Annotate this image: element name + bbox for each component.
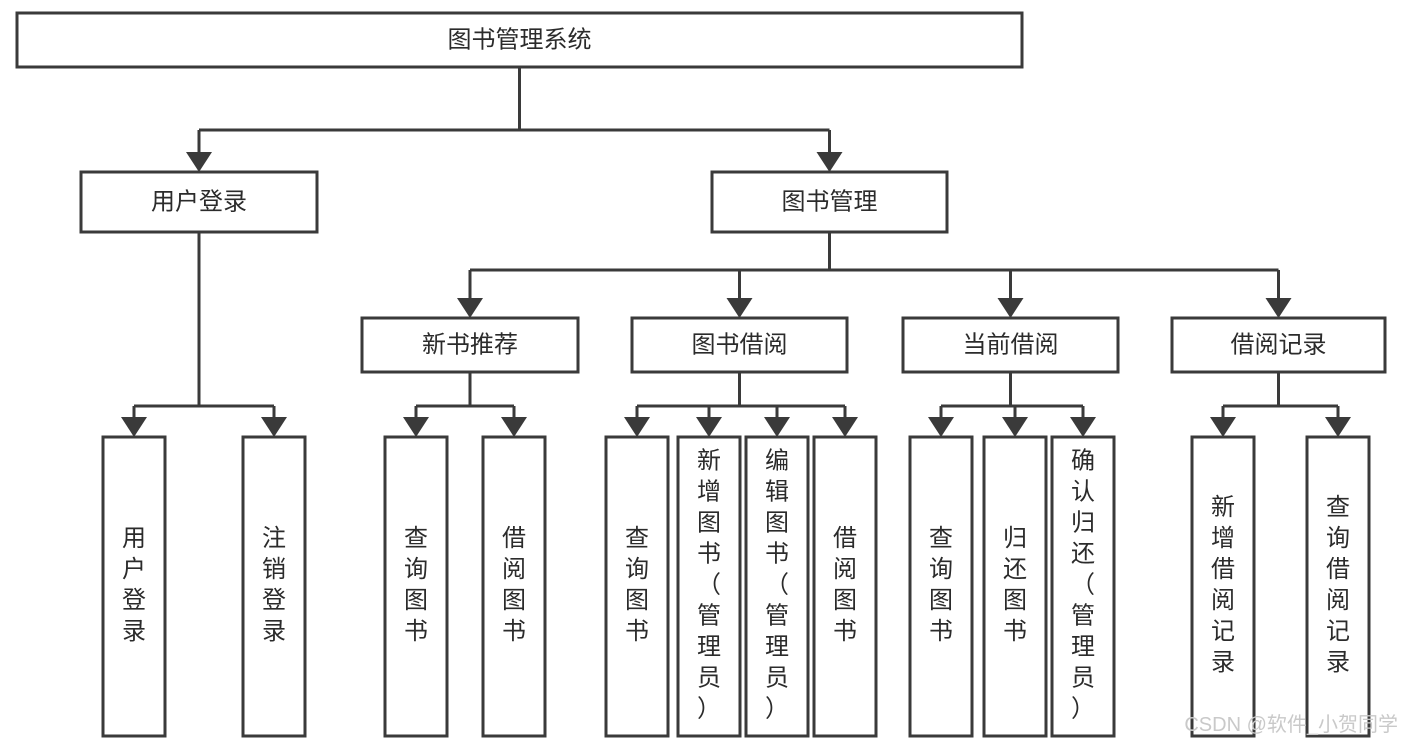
node-box-leaf-borrow-book-2: [812, 435, 878, 738]
arrow-head-new-book-recommend: [457, 298, 483, 318]
arrow-head-leaf-add-book: [696, 417, 722, 437]
node-box-leaf-user-logout: [241, 435, 307, 738]
node-box-leaf-add-book: [676, 435, 742, 738]
node-label-leaf-query-book-2: 查询图书: [625, 525, 649, 645]
node-box-borrow-record: [1170, 316, 1387, 374]
node-box-book-manage: [710, 170, 949, 234]
arrow-head-leaf-query-book-1: [403, 417, 429, 437]
arrow-head-user-login: [186, 152, 212, 172]
node-root[interactable]: 图书管理系统: [15, 11, 1024, 69]
node-label-leaf-query-book-3: 查询图书: [929, 525, 953, 645]
node-box-leaf-edit-book: [744, 435, 810, 738]
node-leaf-user-logout[interactable]: 注销登录: [241, 435, 307, 738]
node-label-root: 图书管理系统: [448, 26, 592, 53]
node-label-book-manage: 图书管理: [782, 188, 878, 215]
node-box-leaf-query-book-1: [383, 435, 449, 738]
node-box-leaf-borrow-book-1: [481, 435, 547, 738]
node-label-leaf-borrow-book-1: 借阅图书: [502, 525, 526, 645]
arrow-head-current-borrow: [997, 298, 1024, 318]
node-new-book-recommend[interactable]: 新书推荐: [360, 316, 580, 374]
node-box-leaf-user-login: [101, 435, 167, 738]
node-label-borrow-record: 借阅记录: [1231, 331, 1327, 358]
node-box-current-borrow: [901, 316, 1120, 374]
node-leaf-query-book-1[interactable]: 查询图书: [383, 435, 449, 738]
arrow-head-book-manage: [816, 152, 843, 172]
arrow-head-leaf-edit-book: [764, 417, 790, 437]
arrow-head-leaf-add-record: [1210, 417, 1236, 437]
node-label-leaf-query-book-1: 查询图书: [404, 525, 428, 645]
node-label-book-borrow: 图书借阅: [692, 331, 788, 358]
node-label-user-login: 用户登录: [151, 188, 247, 215]
arrow-head-leaf-confirm-return: [1070, 417, 1096, 437]
node-label-leaf-borrow-book-2: 借阅图书: [833, 525, 857, 645]
node-book-manage[interactable]: 图书管理: [710, 170, 949, 234]
arrow-head-leaf-query-book-3: [928, 417, 954, 437]
node-label-leaf-add-book: 新增图书（管理员）: [697, 448, 721, 723]
arrow-head-leaf-query-book-2: [624, 417, 650, 437]
node-label-leaf-confirm-return: 确认归还（管理员）: [1071, 448, 1095, 723]
arrow-head-leaf-borrow-book-1: [501, 417, 527, 437]
arrow-head-leaf-user-login: [121, 417, 147, 437]
node-label-leaf-add-record: 新增借阅记录: [1211, 494, 1235, 676]
node-book-borrow[interactable]: 图书借阅: [630, 316, 849, 374]
node-box-leaf-confirm-return: [1050, 435, 1116, 738]
node-label-leaf-user-login: 用户登录: [122, 525, 146, 645]
node-leaf-confirm-return[interactable]: 确认归还（管理员）: [1050, 435, 1116, 738]
node-current-borrow[interactable]: 当前借阅: [901, 316, 1120, 374]
node-box-leaf-query-record: [1305, 435, 1371, 738]
node-box-book-borrow: [630, 316, 849, 374]
node-leaf-borrow-book-2[interactable]: 借阅图书: [812, 435, 878, 738]
node-label-leaf-user-logout: 注销登录: [262, 525, 286, 645]
node-user-login[interactable]: 用户登录: [79, 170, 319, 234]
node-box-leaf-query-book-2: [604, 435, 670, 738]
node-label-current-borrow: 当前借阅: [963, 331, 1059, 358]
node-box-leaf-add-record: [1190, 435, 1256, 738]
node-label-leaf-edit-book: 编辑图书（管理员）: [765, 448, 789, 723]
node-leaf-user-login[interactable]: 用户登录: [101, 435, 167, 738]
node-box-leaf-return-book: [982, 435, 1048, 738]
node-box-leaf-query-book-3: [908, 435, 974, 738]
node-label-new-book-recommend: 新书推荐: [422, 331, 518, 358]
node-label-leaf-return-book: 归还图书: [1003, 525, 1027, 645]
node-leaf-borrow-book-1[interactable]: 借阅图书: [481, 435, 547, 738]
node-box-root: [15, 11, 1024, 69]
node-leaf-return-book[interactable]: 归还图书: [982, 435, 1048, 738]
arrow-head-book-borrow: [726, 298, 753, 318]
node-leaf-query-book-3[interactable]: 查询图书: [908, 435, 974, 738]
arrow-head-leaf-query-record: [1325, 417, 1351, 437]
node-leaf-query-book-2[interactable]: 查询图书: [604, 435, 670, 738]
node-leaf-add-record[interactable]: 新增借阅记录: [1190, 435, 1256, 738]
node-leaf-edit-book[interactable]: 编辑图书（管理员）: [744, 435, 810, 738]
nodes-layer: 图书管理系统用户登录图书管理新书推荐图书借阅当前借阅借阅记录用户登录注销登录查询…: [15, 11, 1387, 738]
node-borrow-record[interactable]: 借阅记录: [1170, 316, 1387, 374]
connectors-layer: [121, 67, 1351, 437]
csdn-watermark: CSDN @软件_小贺同学: [1184, 713, 1398, 736]
node-leaf-query-record[interactable]: 查询借阅记录: [1305, 435, 1371, 738]
node-box-user-login: [79, 170, 319, 234]
arrow-head-leaf-user-logout: [261, 417, 287, 437]
arrow-head-borrow-record: [1265, 298, 1292, 318]
node-leaf-add-book[interactable]: 新增图书（管理员）: [676, 435, 742, 738]
arrow-head-leaf-return-book: [1002, 417, 1028, 437]
node-label-leaf-query-record: 查询借阅记录: [1326, 494, 1350, 676]
node-box-new-book-recommend: [360, 316, 580, 374]
arrow-head-leaf-borrow-book-2: [832, 417, 858, 437]
